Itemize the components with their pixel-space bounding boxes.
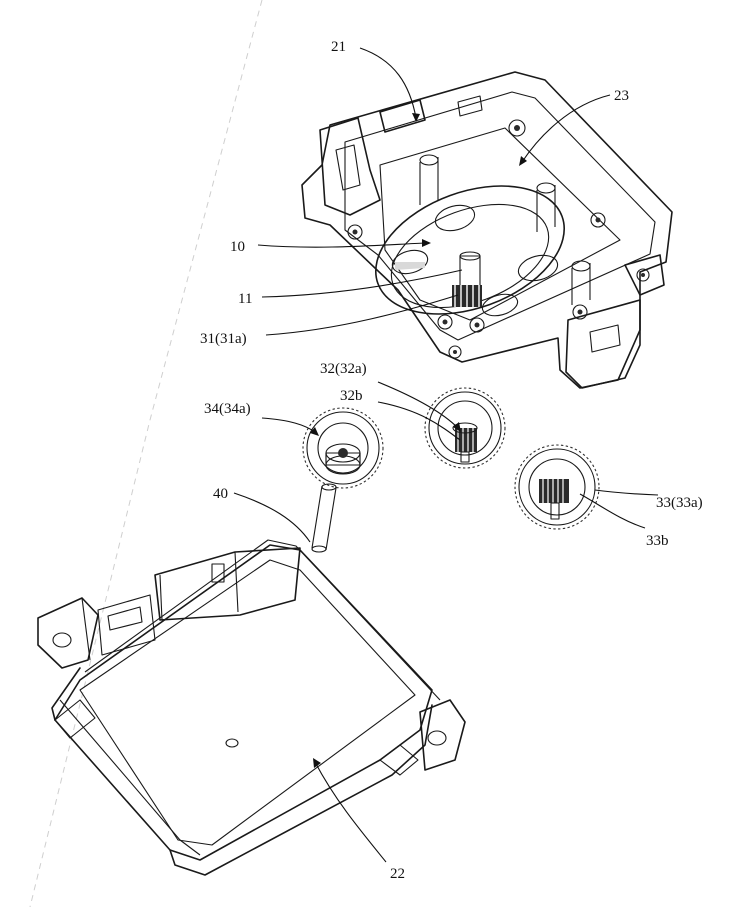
pin-40 bbox=[311, 483, 337, 553]
label-11: 11 bbox=[238, 291, 252, 307]
label-33b: 33b bbox=[646, 533, 669, 549]
label-21: 21 bbox=[331, 39, 346, 55]
gear-33 bbox=[514, 444, 600, 530]
label-32: 32(32a) bbox=[320, 361, 367, 377]
rotor-magnet bbox=[374, 185, 566, 317]
label-40: 40 bbox=[213, 486, 228, 502]
lower-housing bbox=[37, 539, 466, 876]
label-22: 22 bbox=[390, 866, 405, 882]
label-33: 33(33a) bbox=[656, 495, 703, 511]
label-23: 23 bbox=[614, 88, 629, 104]
gear-32 bbox=[424, 387, 506, 469]
gear-34 bbox=[302, 407, 384, 489]
label-34: 34(34a) bbox=[204, 401, 251, 417]
leader-lines bbox=[233, 47, 659, 863]
scan-edge-line bbox=[29, 0, 263, 907]
label-10: 10 bbox=[230, 239, 245, 255]
label-31: 31(31a) bbox=[200, 331, 247, 347]
label-32b: 32b bbox=[340, 388, 363, 404]
upper-housing bbox=[301, 71, 673, 389]
